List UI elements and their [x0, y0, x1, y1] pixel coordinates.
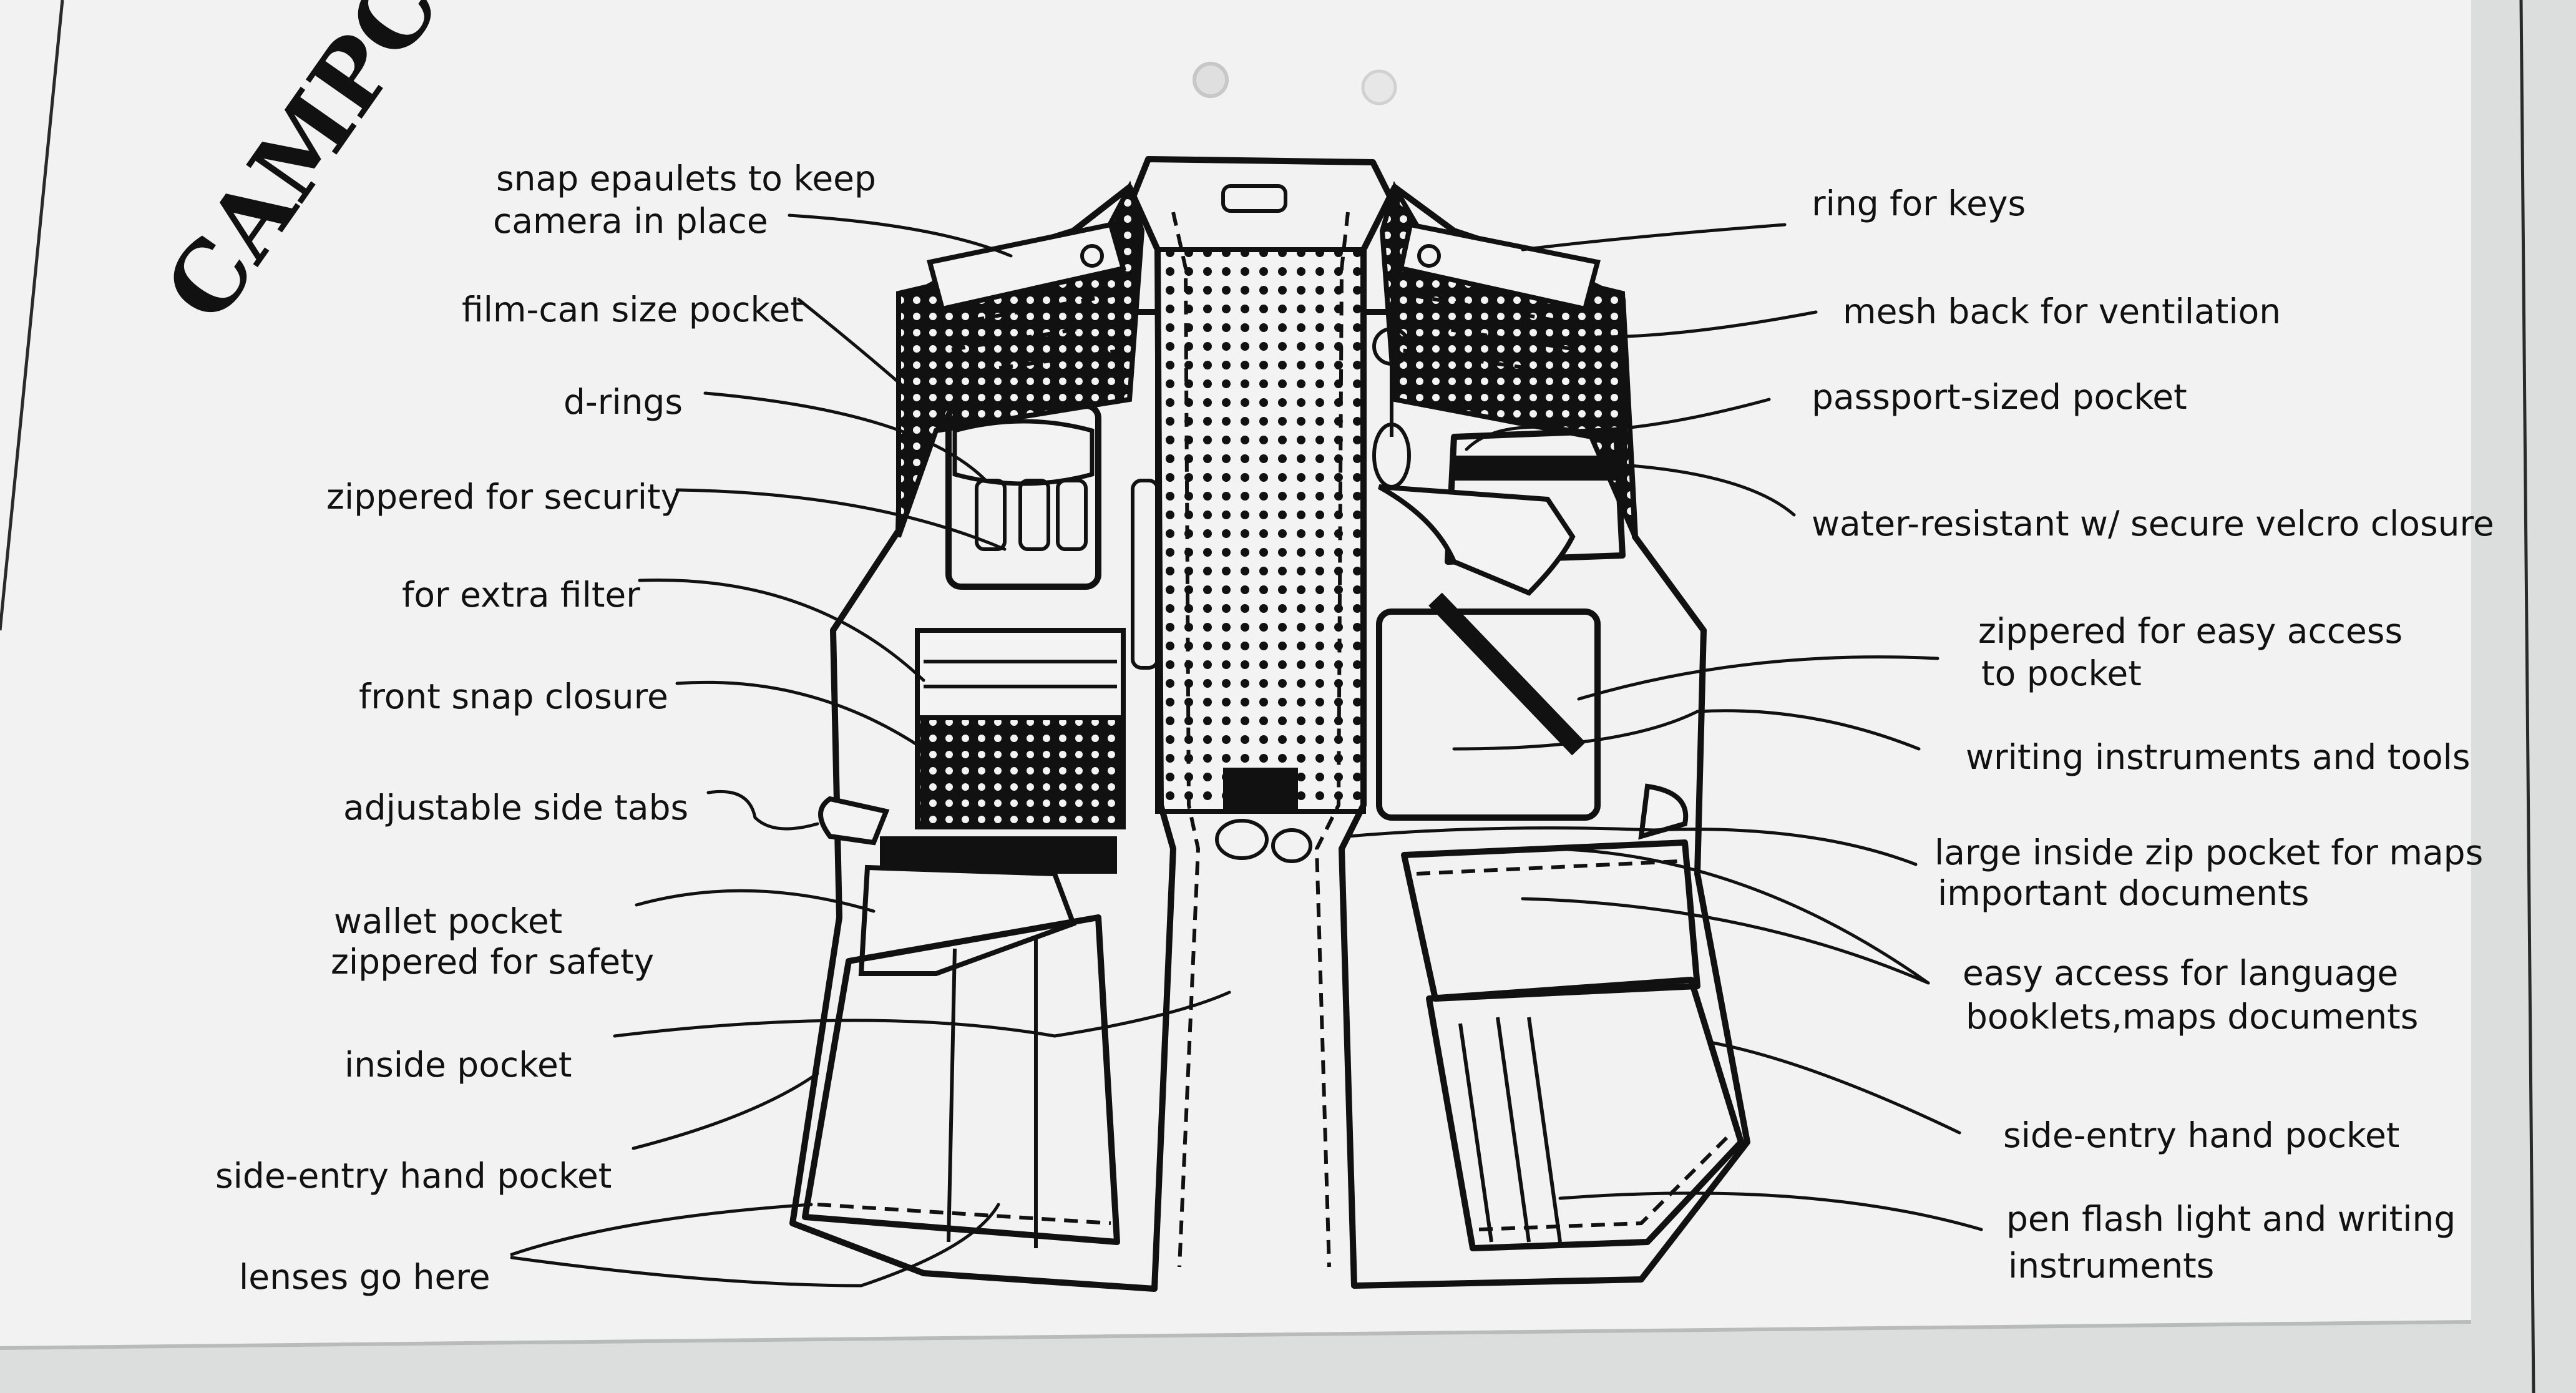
label-zippered-security: zippered for security — [326, 477, 681, 517]
label-mesh-back: mesh back for ventilation — [1843, 291, 2281, 331]
writing-pocket — [1376, 609, 1601, 821]
labels-left: snap epaulets to keep camera in place fi… — [215, 159, 887, 1297]
left-epaulet — [927, 222, 1127, 312]
label-side-tabs: adjustable side tabs — [343, 788, 688, 828]
leader-lines — [510, 213, 1983, 1288]
label-hand-pocket-left: side-entry hand pocket — [215, 1156, 612, 1196]
label-inside-pocket: inside pocket — [344, 1045, 572, 1085]
wallet-pocket-flap — [858, 864, 1077, 976]
brand-logo: CAMPCO — [144, 0, 507, 341]
label-film-can-pocket: film-can size pocket — [462, 290, 804, 330]
mesh-back — [1155, 247, 1366, 814]
key-ring — [1372, 327, 1411, 366]
left-lower-pocket — [802, 914, 1120, 1245]
label-water-resistant: water-resistant w/ secure velcro closure — [1812, 504, 2494, 544]
label-d-rings: d-rings — [564, 382, 683, 422]
left-side-tab — [818, 796, 890, 846]
label-inside-zip: large inside zip pocket for maps importa… — [1934, 833, 2494, 913]
label-ring-keys: ring for keys — [1812, 183, 2026, 223]
right-side-tab — [1638, 783, 1689, 840]
pen-sleeve — [1131, 479, 1159, 670]
right-epaulet — [1398, 222, 1601, 312]
map-pocket — [1401, 839, 1700, 1002]
label-wallet-pocket: wallet pocket zippered for safety — [331, 901, 654, 982]
label-passport-pocket: passport-sized pocket — [1812, 377, 2187, 417]
vest-illustration — [789, 156, 1750, 1292]
front-snap — [1215, 819, 1269, 860]
label-lenses: lenses go here — [239, 1257, 490, 1297]
label-snap-epaulets: snap epaulets to keep camera in place — [493, 159, 887, 241]
label-language-booklets: easy access for language booklets,maps d… — [1963, 953, 2418, 1037]
snap-button — [1417, 244, 1441, 268]
snap-button — [1080, 244, 1104, 268]
label-writing-tools: writing instruments and tools — [1966, 737, 2471, 777]
label-front-snap: front snap closure — [359, 677, 668, 716]
collar-loop — [1221, 184, 1287, 213]
label-zippered-easy: zippered for easy access to pocket — [1978, 611, 2414, 693]
labels-right: ring for keys mesh back for ventilation … — [1812, 183, 2494, 1286]
velcro-flap — [1378, 484, 1576, 596]
film-can-pocket — [945, 403, 1101, 590]
punch-hole — [1361, 69, 1397, 105]
label-extra-filter: for extra filter — [402, 575, 640, 615]
label-hand-pocket-right: side-entry hand pocket — [2003, 1115, 2399, 1155]
label-pen-flash: pen flash light and writing instruments — [2006, 1199, 2467, 1286]
punch-hole — [1193, 62, 1229, 98]
